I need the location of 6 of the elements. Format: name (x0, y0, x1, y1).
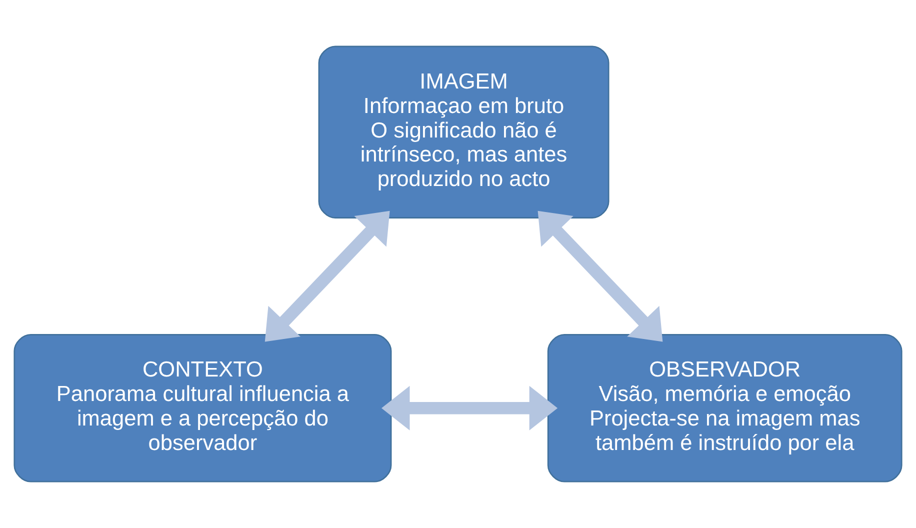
node-box: IMAGEM Informaçao em bruto O significado não é intrínseco, mas antes produzido no acto (318, 46, 610, 218)
node-box: CONTEXTO Panorama cultural influencia a imagem e a percepção do observador (14, 334, 392, 482)
node-box: OBSERVADOR Visão, memória e emoção Projecta-se na imagem mas também é instruído por ela (547, 334, 902, 482)
arrow (381, 386, 558, 430)
arrow (538, 210, 663, 342)
arrow (264, 210, 390, 342)
